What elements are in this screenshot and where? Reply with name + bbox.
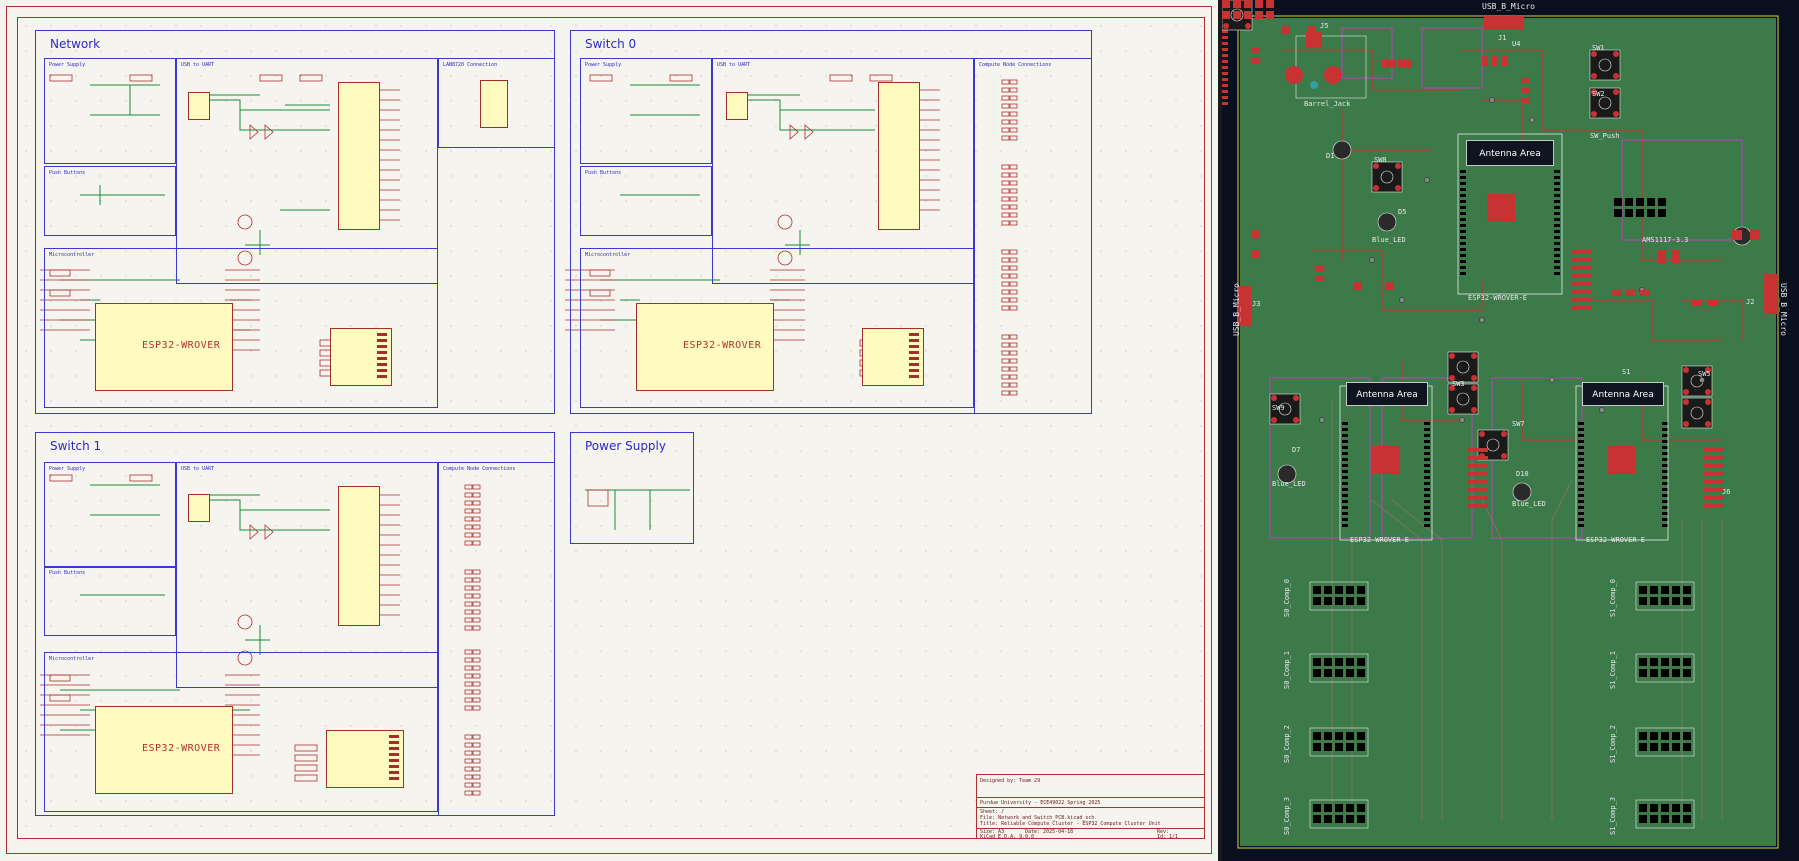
- sw3-label: SW3: [1452, 380, 1465, 388]
- sdcard-switch0-symbol[interactable]: [862, 328, 924, 386]
- s1-label: S1: [1622, 368, 1631, 376]
- esp32-switch1-symbol[interactable]: ESP32-WROVER: [95, 706, 233, 794]
- module-right-label: ESP32-WROVER-E: [1586, 536, 1646, 544]
- antenna-area-left: Antenna Area: [1346, 382, 1428, 406]
- j3-label: J3: [1252, 300, 1261, 308]
- esp32-switch1-label: ESP32-WROVER: [142, 743, 221, 754]
- esp32-switch0-symbol[interactable]: ESP32-WROVER: [636, 303, 774, 391]
- sub-switch0-mcu: Microcontroller: [580, 248, 974, 408]
- s1-comp-1-label: S1_Comp_1: [1608, 651, 1617, 689]
- usb-switch1-symbol[interactable]: [188, 494, 210, 522]
- tb-sheet: Sheet: /: [980, 809, 1005, 815]
- sub-network-buttons: Push Buttons: [44, 166, 176, 236]
- s0-comp-3-label: S0_Comp_3: [1282, 797, 1291, 835]
- usb-right-label: USB_B_Micro: [1778, 283, 1788, 336]
- s0-comp-1-label: S0_Comp_1: [1282, 651, 1291, 689]
- esp32-network-label: ESP32-WROVER: [142, 340, 221, 351]
- sub-network-usb-uart: USB to UART: [176, 58, 438, 284]
- sub-switch0-power: Power Supply: [580, 58, 712, 164]
- tb-size: Size: A3: [980, 829, 1005, 835]
- block-power-supply-title: Power Supply: [585, 439, 666, 453]
- tb-rev: Rev:: [1157, 829, 1170, 835]
- sub-switch0-buttons: Push Buttons: [580, 166, 712, 236]
- d10-label: D10: [1516, 470, 1529, 478]
- sub-network-mcu: Microcontroller: [44, 248, 438, 408]
- ch340-switch0-symbol[interactable]: [878, 82, 920, 230]
- schematic-sheet[interactable]: Network Switch 0 Switch 1 Power Supply P…: [0, 0, 1218, 861]
- tb-file: File: Network_and_Switch_PCB.kicad_sch: [980, 815, 1095, 821]
- usb-top-label: USB_B_Micro: [1482, 2, 1535, 11]
- tb-kicad: KiCad E.D.A. 9.0.0: [980, 834, 1035, 840]
- blue-led-label-1: Blue_LED: [1372, 236, 1406, 244]
- ch340-network-symbol[interactable]: [338, 82, 380, 230]
- sub-switch1-power: Power Supply: [44, 462, 176, 568]
- antenna-area-top: Antenna Area: [1466, 140, 1554, 166]
- tb-designed-by: Designed by: Team 29: [980, 778, 1041, 784]
- s1-comp-3-label: S1_Comp_3: [1608, 797, 1617, 835]
- block-switch-0-title: Switch 0: [585, 37, 637, 51]
- block-network-title: Network: [50, 37, 101, 51]
- sheet-outer-frame: [6, 6, 1212, 854]
- sub-network-lan8720: LAN8720 Connection: [438, 58, 555, 148]
- d1-label: D1: [1326, 152, 1335, 160]
- module-top-label: ESP32-WROVER-E: [1468, 294, 1528, 302]
- blue-led-label-2: Blue_LED: [1272, 480, 1306, 488]
- sdcard-switch1-symbol[interactable]: [326, 730, 404, 788]
- antenna-area-right: Antenna Area: [1582, 382, 1664, 406]
- usb-switch0-symbol[interactable]: [726, 92, 748, 120]
- usb-left-label: USB_B_Micro: [1231, 283, 1241, 336]
- j6-label: J6: [1722, 488, 1731, 496]
- sdcard-network-symbol[interactable]: [330, 328, 392, 386]
- sw2-label: SW2: [1592, 90, 1605, 98]
- u4-label: U4: [1512, 40, 1521, 48]
- lan8720-header-symbol[interactable]: [480, 80, 508, 128]
- sub-switch1-mcu: Microcontroller: [44, 652, 438, 812]
- s1-comp-2-label: S1_Comp_2: [1608, 725, 1617, 763]
- d5-label: D5: [1398, 208, 1407, 216]
- j2-label: J2: [1746, 298, 1755, 306]
- sw7-label: SW7: [1512, 420, 1525, 428]
- pcb-view[interactable]: Antenna Area Antenna Area Antenna Area U…: [1222, 0, 1799, 861]
- pcb-board-graphics: [1222, 0, 1779, 849]
- usb-network-symbol[interactable]: [188, 92, 210, 120]
- sub-switch0-compute: Compute Node Connections: [974, 58, 1092, 414]
- tb-id: Id: 1/1: [1157, 834, 1179, 840]
- tb-title: Title: Reliable Compute Cluster - ESP32 …: [980, 821, 1161, 827]
- s0-comp-0-label: S0_Comp_0: [1282, 579, 1291, 617]
- sub-switch1-buttons: Push Buttons: [44, 566, 176, 636]
- sw1-label: SW1: [1592, 44, 1605, 52]
- sub-switch0-usb-uart: USB to UART: [712, 58, 974, 284]
- block-switch-1-title: Switch 1: [50, 439, 102, 453]
- sub-switch1-usb-uart: USB to UART: [176, 462, 438, 688]
- esp32-network-symbol[interactable]: ESP32-WROVER: [95, 303, 233, 391]
- ams-label: AMS1117-3.3: [1642, 236, 1689, 244]
- title-block: Designed by: Team 29 Purdue University -…: [976, 774, 1205, 840]
- sw9-label: SW9: [1272, 404, 1285, 412]
- s1-comp-0-label: S1_Comp_0: [1608, 579, 1617, 617]
- schematic-grid-and-wires: [17, 17, 1205, 839]
- pane-divider[interactable]: [1218, 0, 1222, 861]
- sub-switch1-compute: Compute Node Connections: [438, 462, 555, 816]
- j5-label: J5: [1320, 22, 1329, 30]
- j1-label: J1: [1498, 34, 1507, 42]
- s0-comp-2-label: S0_Comp_2: [1282, 725, 1291, 763]
- tb-course: Purdue University - ECE49022 Spring 2025: [980, 800, 1101, 806]
- esp32-switch0-label: ESP32-WROVER: [683, 340, 762, 351]
- barrel-jack-label: Barrel_Jack: [1304, 100, 1351, 108]
- d7-label: D7: [1292, 446, 1301, 454]
- tb-date: Date: 2025-04-18: [1025, 829, 1074, 835]
- blue-led-label-3: Blue_LED: [1512, 500, 1546, 508]
- sub-network-power: Power Supply: [44, 58, 176, 164]
- ch340-switch1-symbol[interactable]: [338, 486, 380, 626]
- block-network[interactable]: Network: [35, 30, 555, 414]
- module-left-label: ESP32-WROVER-E: [1350, 536, 1410, 544]
- sw5-label: SW5: [1698, 370, 1711, 378]
- sw-push-label: SW_Push: [1590, 132, 1620, 140]
- block-power-supply[interactable]: Power Supply: [570, 432, 694, 544]
- sw8-label: SW8: [1374, 156, 1387, 164]
